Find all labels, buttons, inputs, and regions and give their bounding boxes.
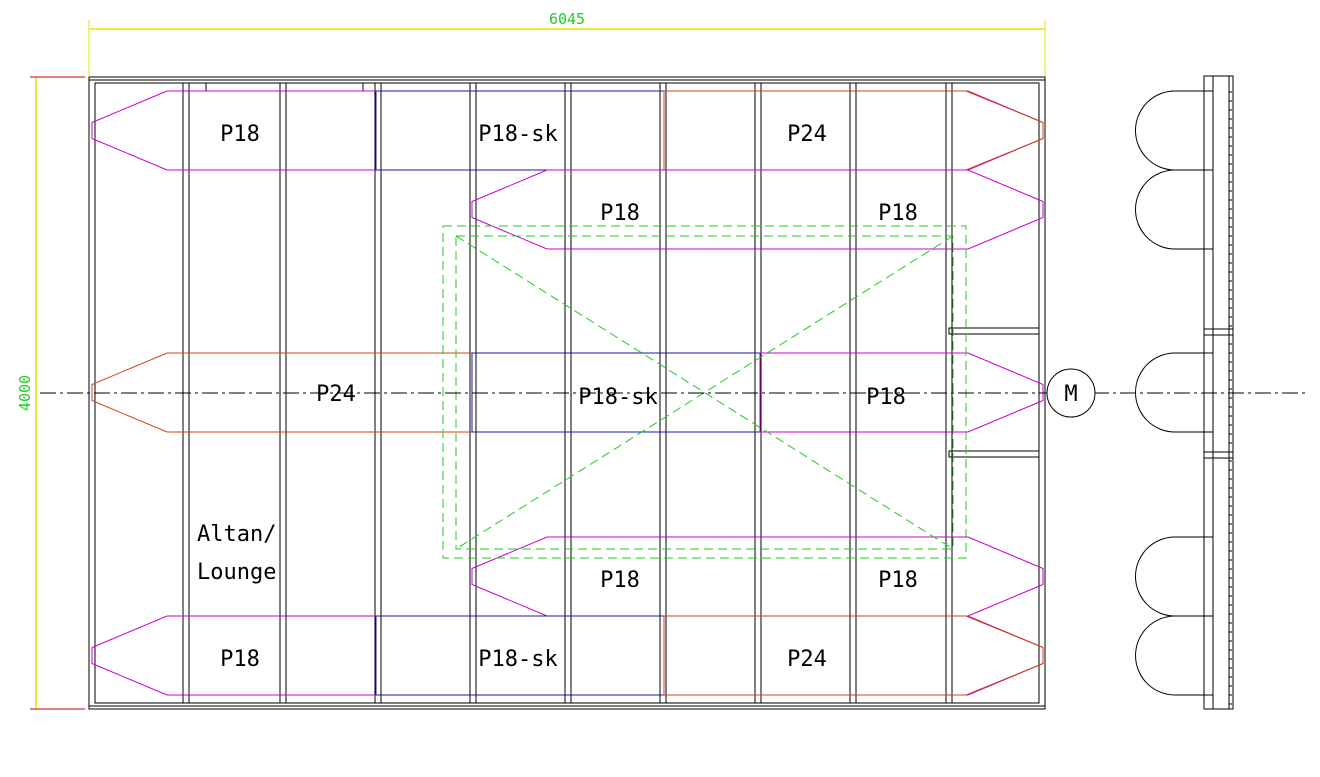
pontoon-label: P18 bbox=[878, 568, 918, 593]
pontoon-p18-sk: P18-sk bbox=[375, 615, 665, 696]
pontoon-p18: P18 bbox=[759, 352, 1044, 433]
height-dimension-label: 4000 bbox=[16, 375, 34, 411]
motor-label: M bbox=[1064, 382, 1077, 407]
width-dimension-label: 6045 bbox=[549, 10, 585, 28]
pontoon-label: P18 bbox=[878, 201, 918, 226]
float-profile bbox=[1135, 352, 1213, 433]
pontoon-outline bbox=[759, 352, 1044, 433]
pontoon-label: P18-sk bbox=[478, 647, 557, 672]
motor-symbol: M bbox=[1046, 368, 1096, 418]
pontoon-p18: P18 bbox=[91, 90, 1044, 171]
pontoon-outline bbox=[91, 615, 1044, 696]
float-profile bbox=[1135, 169, 1213, 250]
pontoon-p24: P24 bbox=[663, 615, 1044, 696]
float-profile bbox=[1135, 536, 1213, 617]
pontoon-outline bbox=[663, 90, 1044, 171]
side-elevation bbox=[1135, 75, 1234, 710]
pontoon-label: P18-sk bbox=[478, 122, 557, 147]
pontoon-p18: P18 bbox=[91, 615, 1044, 696]
pontoon-p18: P18 bbox=[471, 169, 1044, 250]
pontoon-p18-sk: P18-sk bbox=[471, 352, 761, 433]
end-bracing bbox=[948, 327, 1040, 458]
pontoon-outline bbox=[663, 615, 1044, 696]
pontoon-label: P18 bbox=[600, 568, 640, 593]
pontoon-label: P24 bbox=[787, 647, 827, 672]
pontoon-label: P24 bbox=[787, 122, 827, 147]
pontoon-label: P18-sk bbox=[578, 385, 657, 410]
area-label: Altan/ Lounge bbox=[197, 522, 276, 585]
float-profile bbox=[1135, 90, 1213, 171]
float-profile bbox=[1135, 615, 1213, 696]
pontoon-outline bbox=[471, 169, 1044, 250]
pontoon-label: P24 bbox=[316, 382, 356, 407]
pontoon-label: P18 bbox=[220, 122, 260, 147]
dimension-height: 4000 bbox=[16, 76, 85, 710]
pontoon-p18: P18 bbox=[878, 201, 918, 226]
area-label-line1: Altan/ bbox=[197, 522, 276, 547]
pontoon-label: P18 bbox=[220, 647, 260, 672]
area-label-line2: Lounge bbox=[197, 560, 276, 585]
pontoon-p18: P18 bbox=[878, 568, 918, 593]
dimension-width: 6045 bbox=[88, 10, 1046, 76]
pontoon-label: P18 bbox=[866, 385, 906, 410]
pontoon-p18-sk: P18-sk bbox=[375, 90, 665, 171]
pontoon-label: P18 bbox=[600, 201, 640, 226]
pontoon-p24: P24 bbox=[663, 90, 1044, 171]
